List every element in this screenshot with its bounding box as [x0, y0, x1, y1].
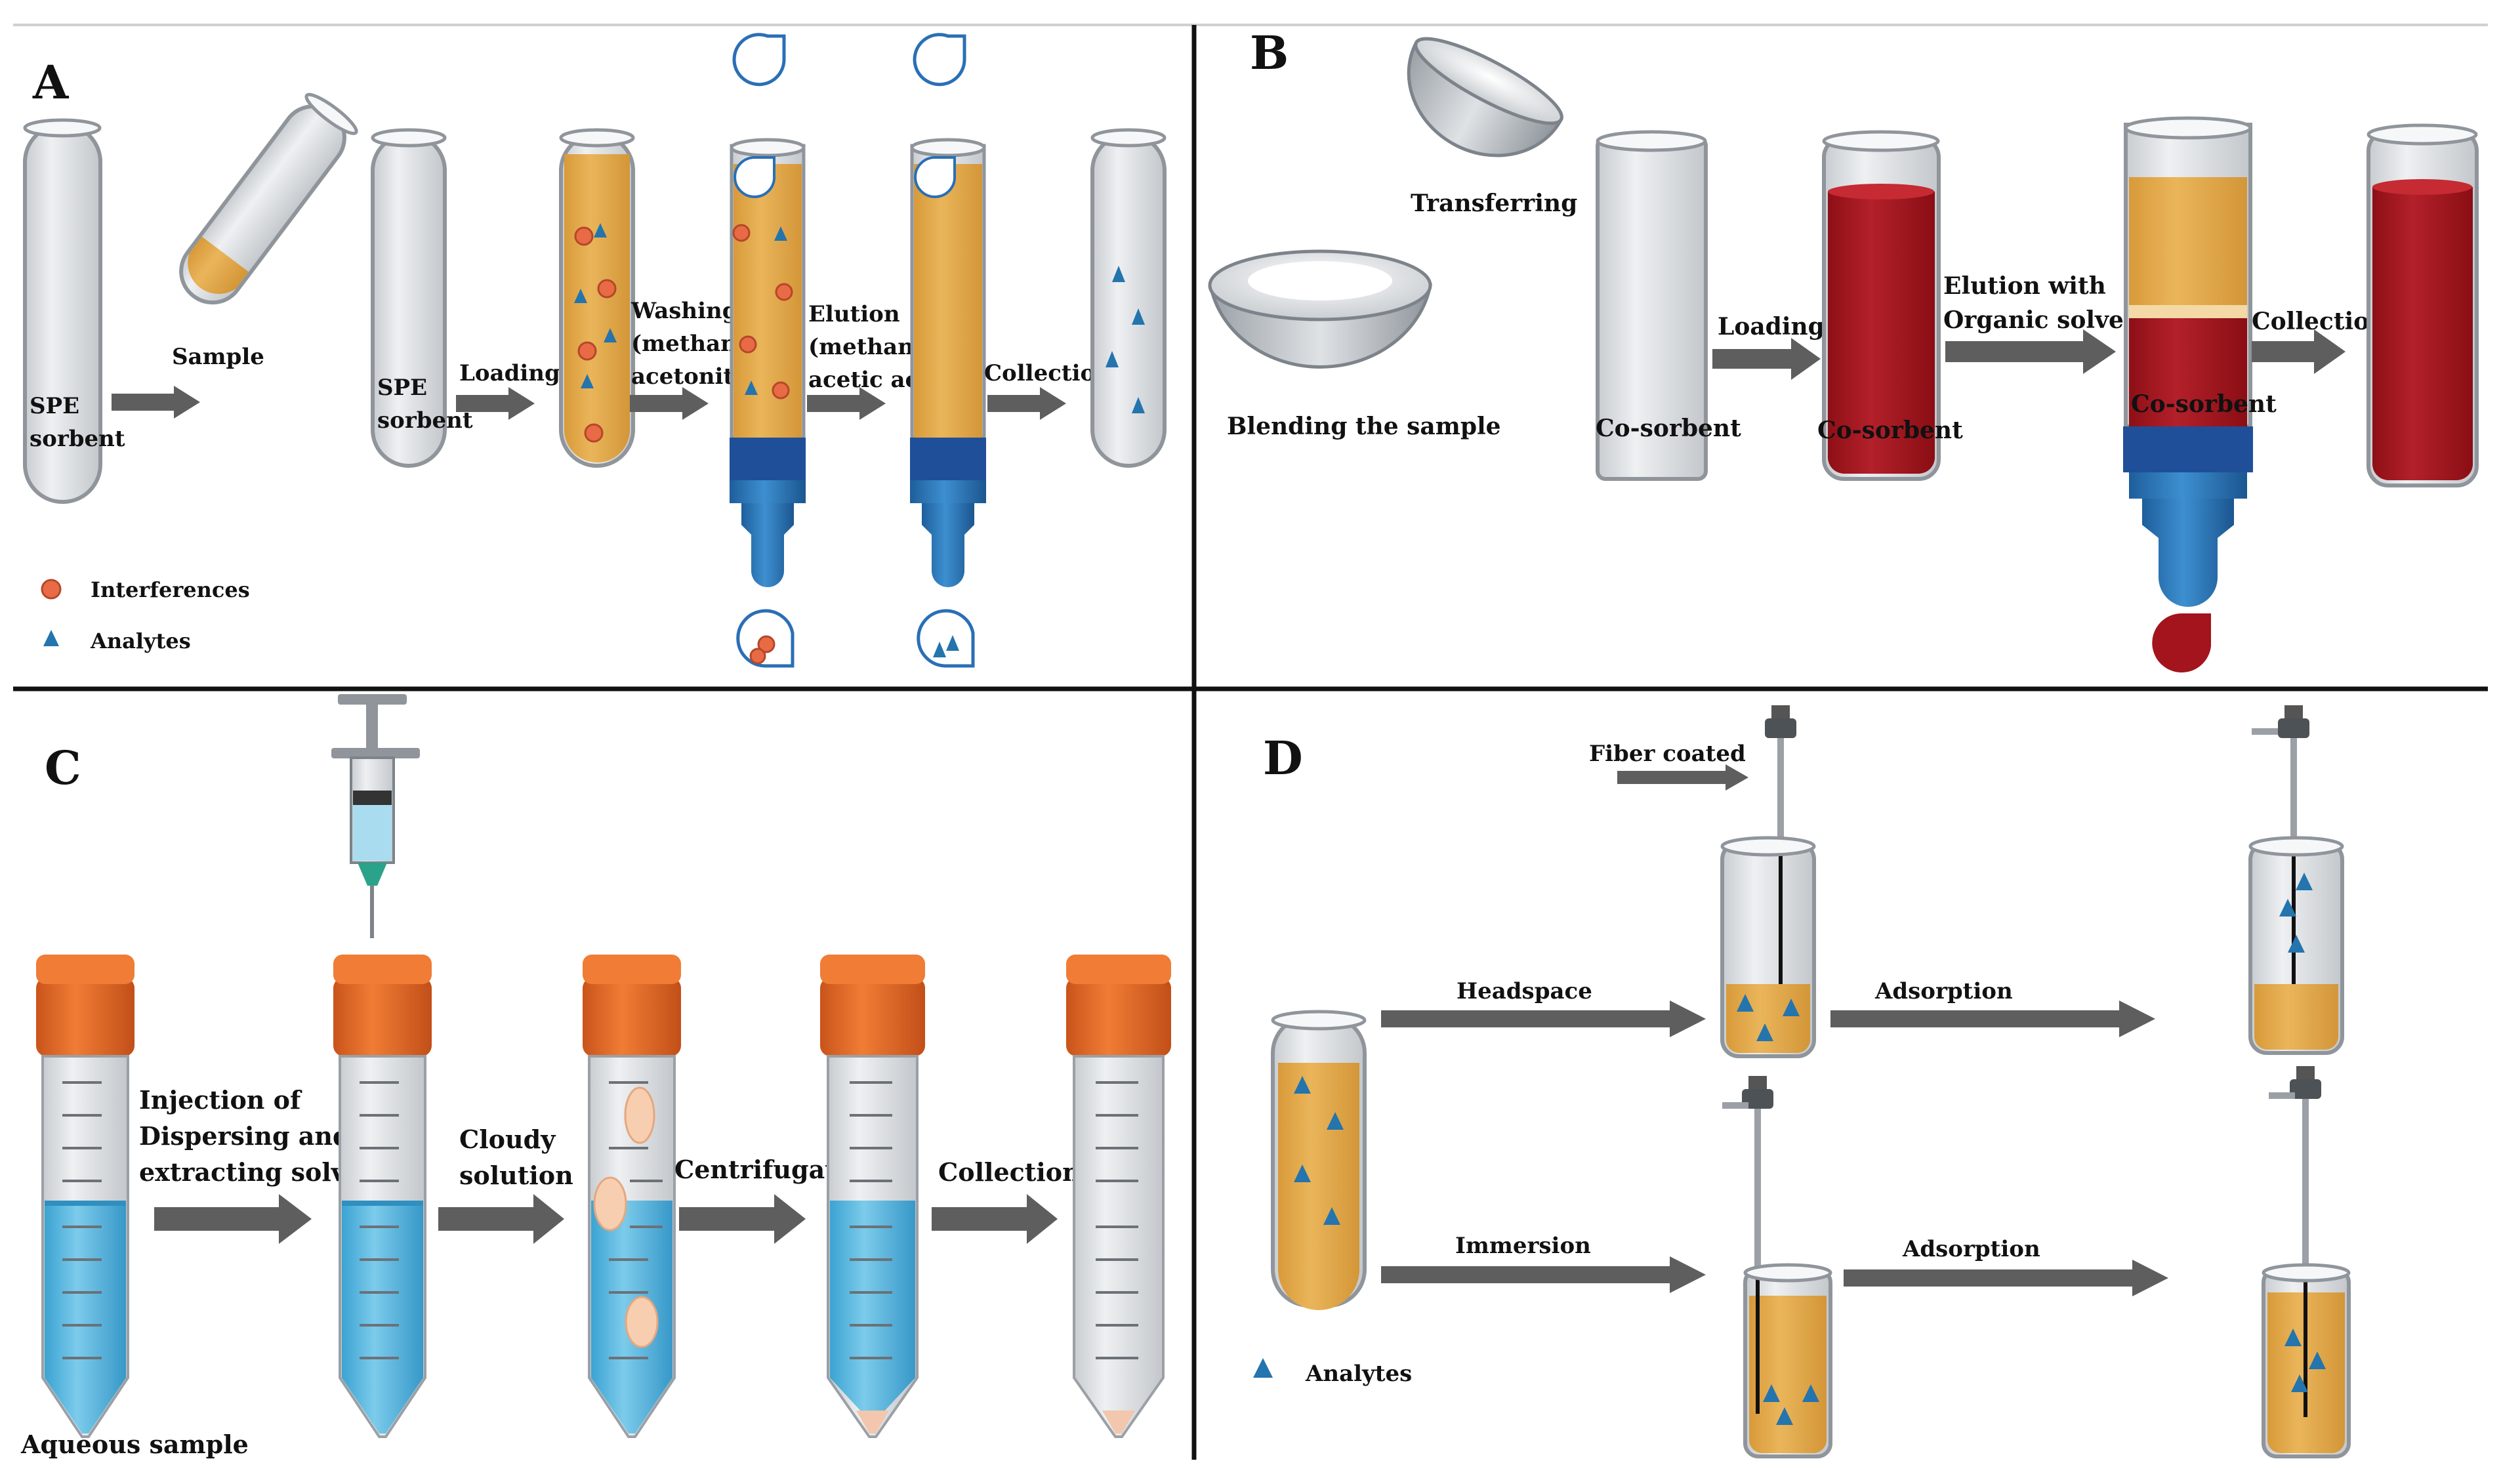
- arrow-c4: [932, 1194, 1058, 1244]
- interference-legend-icon: [41, 579, 62, 600]
- immersion-vial-2: [2262, 1066, 2351, 1458]
- falcon-tube-2: [333, 955, 432, 1438]
- arrow-c3: [679, 1194, 806, 1244]
- arrow-b3: [2252, 329, 2346, 374]
- arrow-b2: [1945, 329, 2116, 374]
- analyte-legend-icon-d: [1253, 1358, 1273, 1378]
- washing-label: Washing(methanol,acetonitrile): [630, 298, 787, 390]
- blending-bowl: [1208, 249, 1433, 369]
- falcon-tube-1: [36, 955, 134, 1438]
- arrow-c2: [438, 1194, 564, 1244]
- aqueous-sample-label: Aqueous sample: [20, 1430, 249, 1459]
- immersion-vial-1: [1722, 1076, 1832, 1458]
- collection-label-a: Collection: [984, 360, 1111, 386]
- cosorbent-tube-1: [1596, 130, 1708, 481]
- transferring-label: Transferring: [1411, 190, 1577, 217]
- washing-cartridge: [730, 138, 806, 587]
- panel-b: B Transferring Blending the sample Co-so…: [1208, 26, 2479, 672]
- legend-interferences: Interferences: [91, 577, 250, 602]
- spe-sorbent-tube-2: [371, 128, 447, 468]
- analyte-drop: [917, 609, 975, 668]
- arrow-a4: [807, 387, 886, 420]
- loaded-tube: [559, 128, 635, 468]
- adsorption-label-2: Adsorption: [1902, 1236, 2040, 1262]
- graduation-marks: [62, 1081, 1138, 1359]
- arrow-headspace: [1381, 1000, 1706, 1037]
- panel-a-letter: A: [32, 55, 70, 110]
- cosorbent-label-2: Co-sorbent: [1817, 417, 1963, 444]
- falcon-tube-3: [583, 955, 681, 1438]
- arrow-c1: [154, 1194, 312, 1244]
- headspace-label: Headspace: [1457, 978, 1592, 1004]
- arrow-b1: [1712, 338, 1821, 380]
- falcon-tube-5: [1066, 955, 1171, 1438]
- panel-d: D Fiber coated Headspace Immersion: [1253, 705, 2351, 1458]
- fiber-coated-label: Fiber coated: [1589, 741, 1746, 767]
- collection-tube-a: [1090, 128, 1167, 468]
- transfer-bowl: [1407, 37, 1563, 157]
- legend-analytes-d: Analytes: [1305, 1361, 1412, 1387]
- collection-label-c: Collection: [938, 1157, 1081, 1187]
- cosorbent-label-1: Co-sorbent: [1596, 415, 1741, 442]
- cosorbent-label-3: Co-sorbent: [2131, 390, 2277, 418]
- arrow-a3: [630, 387, 709, 420]
- loading-label-b: Loading: [1718, 313, 1825, 340]
- syringe: [331, 694, 420, 938]
- headspace-vial-1: [1720, 705, 1816, 1058]
- waste-drop: [736, 609, 795, 668]
- falcon-tube-4: [820, 955, 925, 1438]
- arrow-fiber: [1617, 764, 1748, 791]
- collection-label-b: Collection: [2252, 308, 2386, 335]
- elution-cartridge-b: [2123, 116, 2253, 607]
- analyte-legend-icon: [43, 630, 59, 646]
- panel-dividers: [13, 24, 2488, 1460]
- elution-cartridge: [910, 138, 986, 587]
- adsorption-label-1: Adsorption: [1874, 978, 2013, 1004]
- solvent-drop-2: [913, 33, 966, 87]
- blending-label: Blending the sample: [1227, 413, 1501, 440]
- headspace-vial-2: [2248, 705, 2344, 1055]
- eluate-drop: [2152, 613, 2211, 672]
- spe-sorbent-tube: [23, 118, 102, 504]
- arrow-a2: [456, 387, 535, 420]
- immersion-label: Immersion: [1455, 1233, 1591, 1259]
- panel-b-letter: B: [1250, 26, 1289, 80]
- legend-a: Interferences Analytes: [41, 577, 250, 653]
- legend-analytes-a: Analytes: [90, 629, 191, 653]
- panel-c-letter: C: [45, 741, 81, 795]
- arrow-adsorption-2: [1844, 1260, 2168, 1296]
- sample-vial-d: [1271, 1010, 1367, 1310]
- arrow-a5: [987, 387, 1066, 420]
- solvent-drop-1: [732, 33, 786, 87]
- sample-label: Sample: [172, 344, 264, 370]
- collection-tube-b: [2367, 123, 2479, 487]
- sample-tube: [179, 93, 358, 305]
- arrow-a1: [112, 386, 200, 419]
- cosorbent-tube-2: [1822, 130, 1941, 481]
- arrow-adsorption-1: [1830, 1000, 2155, 1037]
- loading-label-a: Loading: [459, 360, 560, 386]
- panel-d-letter: D: [1263, 731, 1303, 785]
- arrow-immersion: [1381, 1256, 1706, 1293]
